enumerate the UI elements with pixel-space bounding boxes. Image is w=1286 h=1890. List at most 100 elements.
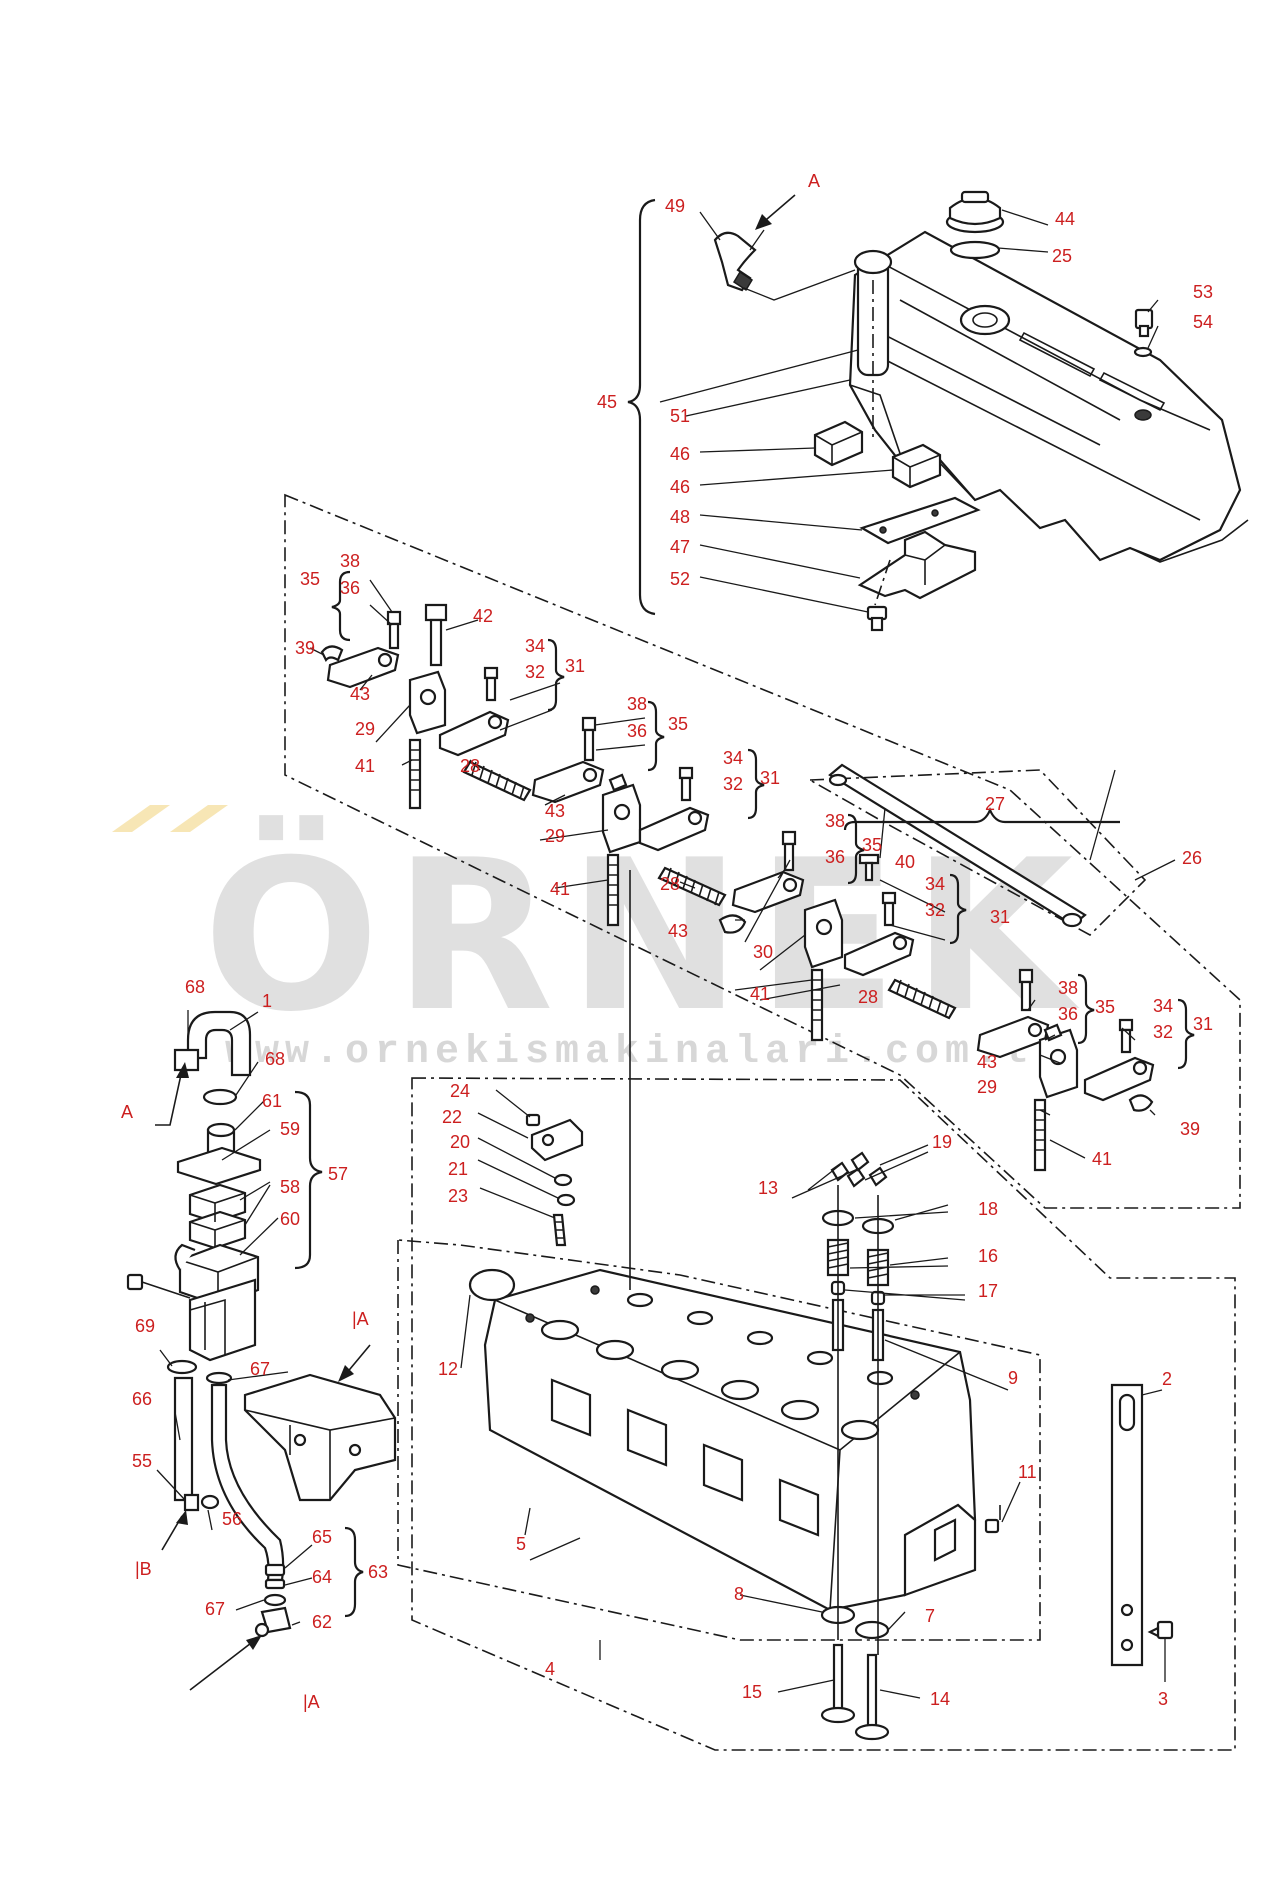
- breather-leader-lines: [156, 1010, 313, 1626]
- callout-29a: 29: [355, 719, 375, 739]
- bolt-52: [866, 605, 888, 632]
- callout-34b: 34: [723, 748, 743, 768]
- cylinder-head-front-port: [933, 1518, 957, 1562]
- callout-58: 58: [280, 1177, 300, 1197]
- brace-31c: [949, 873, 967, 945]
- callout-67b: 67: [205, 1599, 225, 1619]
- bolt-3: [1147, 1620, 1174, 1640]
- brace-57: [294, 1090, 323, 1270]
- callout-60: 60: [280, 1209, 300, 1229]
- callout-65: 65: [312, 1527, 332, 1547]
- callout-28a: 28: [460, 756, 480, 776]
- bracket-47: [857, 530, 977, 600]
- valve-cover-group: [627, 190, 1249, 632]
- callout-61: 61: [262, 1091, 282, 1111]
- valve-guide-lines: [629, 870, 1001, 1655]
- brace-45: [627, 198, 656, 616]
- plug-11: [984, 1518, 1000, 1534]
- callout-45: 45: [597, 392, 617, 412]
- callout-14: 14: [930, 1689, 950, 1709]
- valve-seat-7: [854, 1620, 890, 1640]
- callout-48: 48: [670, 507, 690, 527]
- bolt-breather: [126, 1273, 191, 1299]
- callout-35c: 35: [862, 835, 882, 855]
- rocker-shaft-end-plug: [1061, 912, 1083, 928]
- rocker-shaft-26: [828, 763, 1087, 927]
- callout-59: 59: [280, 1119, 300, 1139]
- callout-20: 20: [450, 1132, 470, 1152]
- callout-labels: 49 A 44 25 53 54 45 51 46 46 48 47 52 35…: [121, 171, 1213, 1712]
- breather-bracket: [188, 1278, 257, 1362]
- brace-31d: [1177, 998, 1195, 1070]
- callout-53: 53: [1193, 282, 1213, 302]
- callout-39b: 39: [1180, 1119, 1200, 1139]
- callout-56: 56: [222, 1509, 242, 1529]
- bracket-22: [530, 1118, 584, 1162]
- callout-9: 9: [1008, 1368, 1018, 1388]
- callout-68a: 68: [185, 977, 205, 997]
- callout-57: 57: [328, 1164, 348, 1184]
- callout-a-left: A: [121, 1102, 133, 1122]
- rocker-shaft-end-plug-left: [828, 773, 848, 787]
- tube-66: [173, 1376, 194, 1502]
- callout-32c: 32: [925, 900, 945, 920]
- callout-43a: 43: [350, 684, 370, 704]
- callout-3: 3: [1158, 1689, 1168, 1709]
- washer-20: [553, 1173, 573, 1187]
- callout-46a: 46: [670, 444, 690, 464]
- callout-29b: 29: [545, 826, 565, 846]
- brace-35c: [847, 813, 865, 885]
- callout-44: 44: [1055, 209, 1075, 229]
- cover-bolt-hole: [1134, 409, 1152, 421]
- cylinder-head-valve-seats: [525, 1285, 920, 1441]
- rocker-set-1: [320, 603, 532, 810]
- fitting-55: [183, 1493, 200, 1512]
- arrow-b-head: [176, 1510, 188, 1525]
- mounting-bracket-hole: [348, 1443, 362, 1457]
- cylinder-head-group: [397, 870, 1236, 1751]
- callout-18: 18: [978, 1199, 998, 1219]
- breather-group: [126, 1010, 397, 1691]
- callout-63: 63: [368, 1562, 388, 1582]
- fitting-56: [200, 1494, 220, 1510]
- callout-12: 12: [438, 1359, 458, 1379]
- callout-66: 66: [132, 1389, 152, 1409]
- o-ring-25: [949, 240, 1001, 260]
- rocker-set-2: [531, 716, 727, 927]
- cover-59: [176, 1146, 262, 1186]
- clamp-68b: [202, 1088, 238, 1106]
- lifting-eye-2: [1110, 1383, 1144, 1667]
- callout-35d: 35: [1095, 997, 1115, 1017]
- mounting-bracket-edges: [244, 1409, 396, 1500]
- brace-31b: [747, 748, 765, 820]
- callout-24: 24: [450, 1081, 470, 1101]
- callout-34d: 34: [1153, 996, 1173, 1016]
- callout-32d: 32: [1153, 1022, 1173, 1042]
- callout-52: 52: [670, 569, 690, 589]
- plate-48-hole: [879, 526, 887, 534]
- lifting-eye-hole-1: [1120, 1603, 1134, 1617]
- callout-21: 21: [448, 1159, 468, 1179]
- clamp-67b: [263, 1593, 287, 1607]
- brace-27: [843, 807, 1120, 831]
- breather-bracket-edges: [189, 1298, 226, 1355]
- valve-14: [854, 1653, 890, 1741]
- callout-25: 25: [1052, 246, 1072, 266]
- callout-40: 40: [895, 852, 915, 872]
- arrow-a-top-head: [755, 214, 772, 230]
- callout-7: 7: [925, 1606, 935, 1626]
- plug-12: [468, 1268, 516, 1302]
- callout-41b: 41: [550, 879, 570, 899]
- callout-41d: 41: [1092, 1149, 1112, 1169]
- callout-51: 51: [670, 406, 690, 426]
- bracket-47-edge: [904, 544, 946, 585]
- callout-29c: 29: [977, 1077, 997, 1097]
- clamp-68a: [173, 1048, 200, 1072]
- callout-36d: 36: [1058, 1004, 1078, 1024]
- callout-16: 16: [978, 1246, 998, 1266]
- watermark-accent-right: [170, 805, 228, 832]
- arrow-a-left-head: [176, 1062, 189, 1078]
- cover-guide-lines: [872, 280, 891, 606]
- cylinder-head-outline-5: [397, 1239, 1041, 1641]
